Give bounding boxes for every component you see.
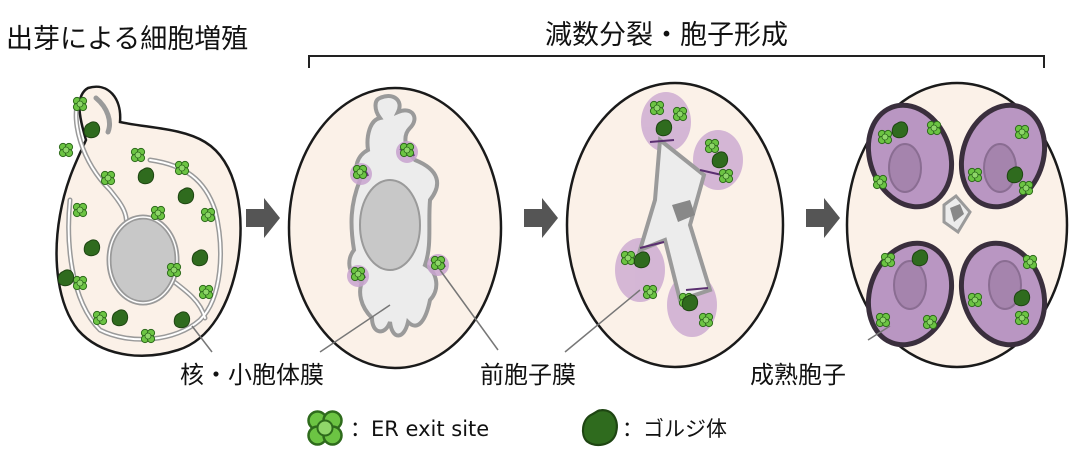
er-exit-site-icon [307, 410, 343, 446]
meiosis-bracket [308, 55, 1045, 68]
budding-title: 出芽による細胞増殖 [6, 24, 248, 55]
budding-cell [55, 85, 242, 357]
meiosis-title: 減数分裂・胞子形成 [545, 20, 788, 51]
golgi-icon [581, 409, 618, 447]
label-mature-spore: 成熟胞子 [750, 361, 846, 389]
arrow-2 [524, 198, 558, 238]
label-prospore-membrane: 前胞子膜 [480, 361, 576, 389]
arrow-1 [246, 198, 280, 238]
mature-spore-cell [845, 81, 1069, 369]
pointer-lines [191, 269, 891, 353]
arrow-3 [806, 198, 840, 238]
legend: ：ER exit site ：ゴルジ体 [307, 409, 727, 447]
meiosis-cell [287, 86, 503, 370]
label-nuclear-membrane: 核・小胞体膜 [180, 361, 324, 389]
legend-er-exit-site: ：ER exit site [350, 417, 489, 441]
legend-golgi: ：ゴルジ体 [622, 417, 727, 441]
prospore-cell [565, 81, 785, 369]
